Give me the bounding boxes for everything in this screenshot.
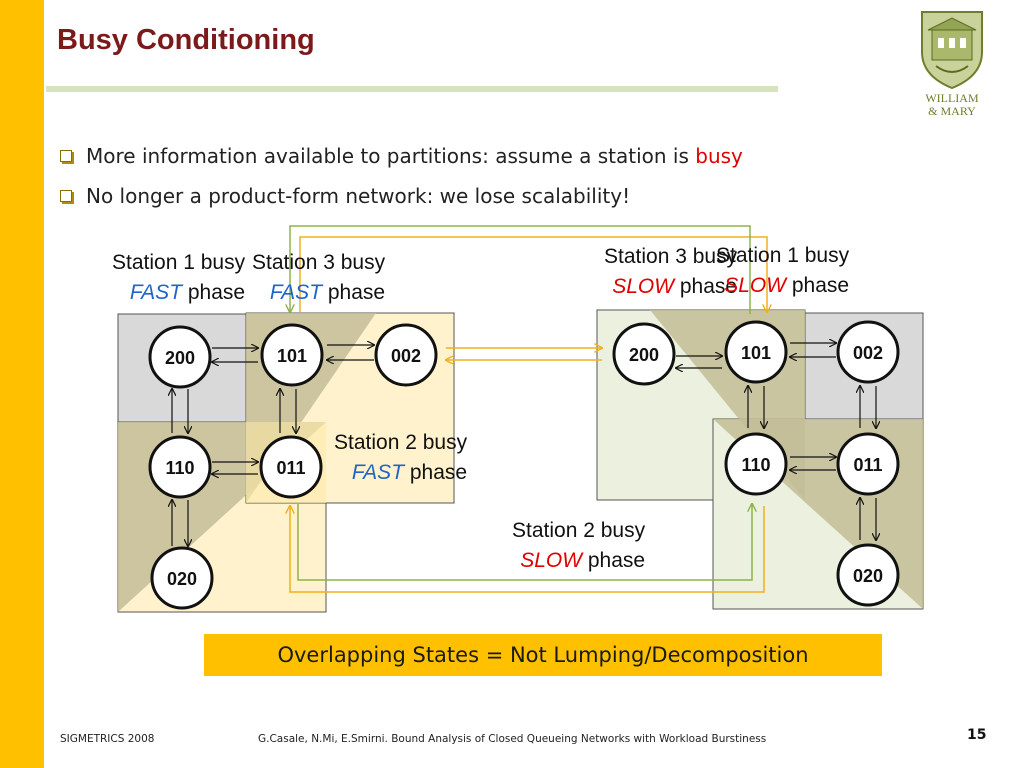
bullet-1: More information available to partitions… [60,144,743,168]
node-label: 200 [629,345,659,365]
william-and-mary-logo: WILLIAM & MARY [921,11,983,118]
footer-conference: SIGMETRICS 2008 [60,733,155,745]
bullet-1-text: More information available to partitions… [86,144,696,168]
page-number: 15 [967,727,987,743]
node-label: 011 [853,455,882,475]
node-right-002: 002 [836,320,900,384]
node-left-200: 200 [148,325,212,389]
node-label: 020 [167,569,197,589]
label-right-station2: Station 2 busy SLOW phase [512,519,646,572]
node-left-011: 011 [259,435,323,499]
bullet-2-text: No longer a product-form network: we los… [86,184,631,208]
node-right-020: 020 [836,543,900,607]
title-divider [46,86,778,92]
logo-text-1: WILLIAM [925,91,979,105]
logo-text-2: & MARY [928,104,976,118]
bullet-square-icon [60,190,72,202]
footer-citation: G.Casale, N.Mi, E.Smirni. Bound Analysis… [258,733,767,745]
node-label: 101 [277,346,307,366]
slide-title: Busy Conditioning [57,24,315,56]
slide-sidebar-bar [0,0,44,768]
node-label: 101 [741,343,771,363]
node-label: 110 [741,455,770,475]
node-right-200: 200 [612,322,676,386]
node-label: 002 [853,343,883,363]
bullet-2: No longer a product-form network: we los… [60,184,630,208]
busy-highlight: busy [695,144,743,168]
node-left-002: 002 [374,323,438,387]
node-left-110: 110 [148,435,212,499]
node-right-101: 101 [724,320,788,384]
node-label: 020 [853,566,883,586]
node-label: 110 [165,458,194,478]
node-label: 002 [391,346,421,366]
node-label: 200 [165,348,195,368]
label-right-station3: Station 3 busy SLOW phase [604,245,738,298]
node-right-110: 110 [724,432,788,496]
overlap-note-box: Overlapping States = Not Lumping/Decompo… [204,634,882,676]
node-label: 011 [276,458,305,478]
label-left-station1: Station 1 busy FAST phase [112,251,246,304]
bullet-square-icon [60,150,72,162]
node-left-020: 020 [150,546,214,610]
label-left-station2: Station 2 busy FAST phase [334,431,468,484]
label-right-station1: Station 1 busy SLOW phase [716,244,850,297]
node-left-101: 101 [260,323,324,387]
node-right-011: 011 [836,432,900,496]
label-left-station3: Station 3 busy FAST phase [252,251,386,304]
